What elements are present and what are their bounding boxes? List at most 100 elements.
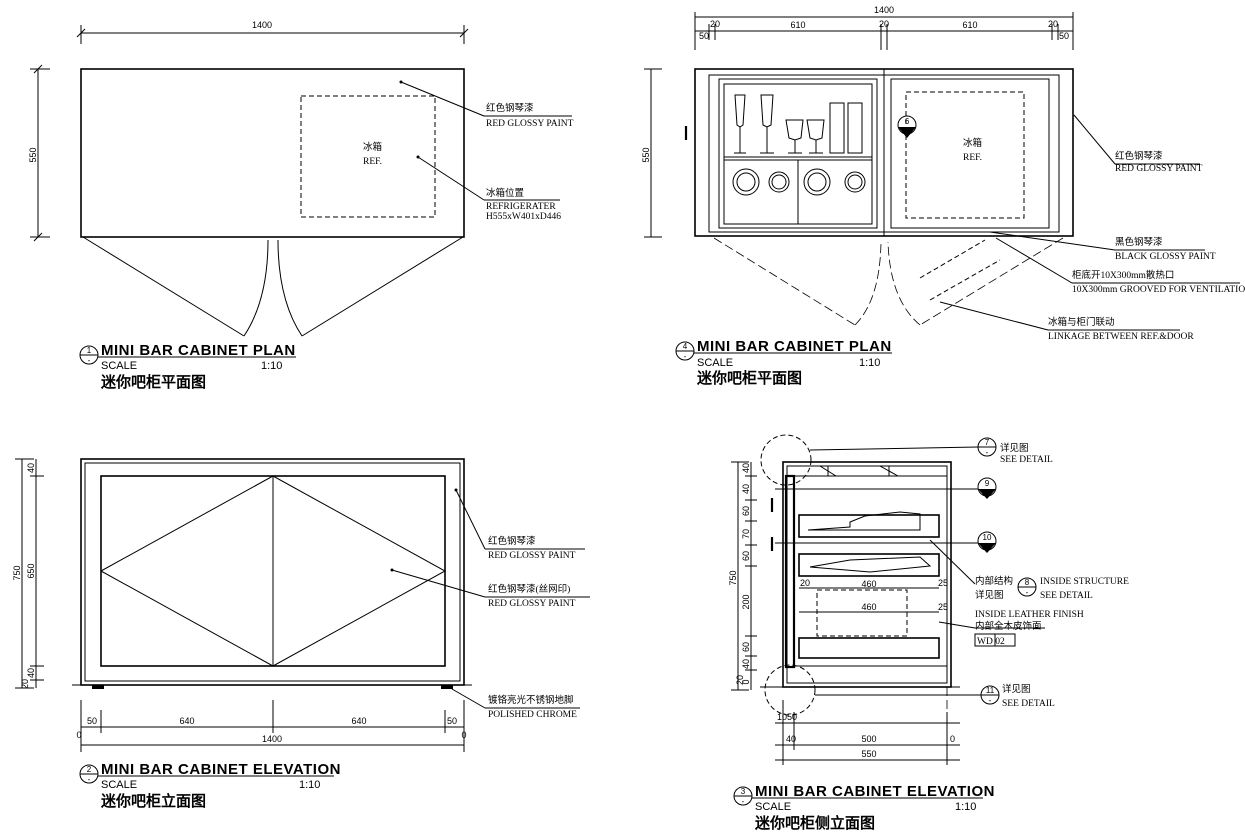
dim-h40: 40	[26, 463, 36, 473]
dim-640: 640	[351, 716, 366, 726]
view-title-cn: 迷你吧柜立面图	[100, 792, 206, 810]
scale-label: SCALE	[755, 801, 791, 813]
dim-depth: 550	[641, 147, 651, 162]
ref-number: 7	[985, 438, 990, 447]
label-en: INSIDE STRUCTURE	[1040, 577, 1129, 587]
view-title-cn: 迷你吧柜平面图	[100, 373, 206, 391]
dim-depth: 550	[28, 147, 38, 162]
dim-500: 500	[861, 734, 876, 744]
view-title: MINI BAR CABINET PLAN	[101, 342, 296, 359]
view-number: 4	[683, 342, 688, 351]
label-en: RED GLOSSY PAINT	[488, 599, 576, 609]
ref-number: 8	[1025, 578, 1030, 587]
dim-20: 20	[1048, 19, 1058, 29]
scale-value: 1:10	[859, 357, 880, 369]
dim-total: 1400	[262, 734, 282, 744]
label-en: REF.	[963, 153, 982, 163]
dim-h20: 20	[735, 675, 745, 685]
view-title: MINI BAR CABINET ELEVATION	[101, 761, 341, 778]
section-ref: 10	[983, 533, 992, 542]
section-ref: 6	[905, 117, 910, 126]
dim-h200: 200	[741, 594, 751, 609]
dim-50: 50	[1059, 31, 1069, 41]
label-en: 10X300mm GROOVED FOR VENTILATION	[1072, 285, 1245, 295]
label-cn: 镀铬亮光不锈钢地脚	[488, 694, 574, 706]
label-en: SEE DETAIL	[1000, 455, 1053, 465]
view-4-plan: 1400 20 50 610 20 610 20 50 550	[641, 5, 1245, 387]
label-cn: 冰箱位置	[486, 187, 524, 199]
label-en: RED GLOSSY PAINT	[1115, 164, 1203, 174]
dim-0: 0	[76, 730, 81, 740]
ref-number: 11	[986, 686, 995, 695]
refrigerator-outline	[300, 95, 436, 218]
glassware	[724, 94, 872, 224]
dim-40: 40	[786, 734, 796, 744]
dim-h70: 70	[741, 529, 751, 539]
dim-h0: 0	[741, 679, 751, 684]
label-cn: 内部结构	[975, 575, 1013, 587]
dim-50: 50	[699, 31, 709, 41]
dim-h40: 40	[741, 463, 751, 473]
view-title: MINI BAR CABINET PLAN	[697, 338, 892, 355]
label-en: INSIDE LEATHER FINISH	[975, 610, 1084, 620]
label-cn: 红色钢琴漆	[486, 102, 534, 114]
dim-50: 50	[87, 716, 97, 726]
view-sub: -	[742, 797, 745, 806]
label-cn: 详见图	[1002, 683, 1031, 695]
label-cn: 详见图	[1000, 442, 1029, 454]
dim-0: 0	[461, 730, 466, 740]
label-en: LINKAGE BETWEEN REF.&DOOR	[1048, 332, 1194, 342]
label-en: POLISHED CHROME	[488, 710, 577, 720]
dim-25: 25	[938, 602, 948, 612]
label-cn2: 详见图	[975, 589, 1004, 601]
label-cn: 冰箱	[363, 141, 382, 153]
view-3-side-elevation: 750 40 40 60 70 60 200 60 40 20 0 20 460…	[728, 434, 1129, 832]
scale-value: 1:10	[299, 779, 320, 791]
cabinet-outline	[782, 461, 952, 688]
scale-label: SCALE	[697, 357, 733, 369]
dim-h40: 40	[741, 484, 751, 494]
view-2-elevation: 750 40 650 40 20 50 640 640 50 1400 0 0 …	[12, 458, 590, 810]
dim-460: 460	[861, 602, 876, 612]
dim-h40: 40	[741, 659, 751, 669]
label-cn: 柜底开10X300mm散热口	[1072, 269, 1174, 281]
view-number: 3	[741, 787, 746, 796]
dim-20: 20	[879, 19, 889, 29]
dim-460: 460	[861, 579, 876, 589]
view-sub: -	[88, 356, 91, 365]
dim-10: 10	[777, 712, 787, 722]
ref-sub: -	[986, 448, 989, 457]
dim-h60: 60	[741, 506, 751, 516]
scale-value: 1:10	[261, 360, 282, 372]
dim-0: 0	[950, 734, 955, 744]
label-cn: 内部全木皮饰面	[975, 620, 1042, 632]
view-title: MINI BAR CABINET ELEVATION	[755, 783, 995, 800]
label-en: RED GLOSSY PAINT	[488, 551, 576, 561]
dim-50: 50	[447, 716, 457, 726]
dim-height: 750	[728, 570, 738, 585]
label-en2: SEE DETAIL	[1040, 591, 1093, 601]
label-cn: 冰箱	[963, 137, 982, 149]
material-code: WD 02	[977, 637, 1005, 647]
dim-25: 25	[938, 578, 948, 588]
section-ref: 9	[985, 479, 990, 488]
dim-width: 1400	[252, 20, 272, 30]
label-en: REFRIGERATER	[486, 202, 556, 212]
dim-h20: 20	[20, 679, 30, 689]
scale-label: SCALE	[101, 360, 137, 372]
view-number: 2	[87, 765, 92, 774]
label-cn: 红色钢琴漆	[1115, 150, 1163, 162]
view-number: 1	[87, 346, 92, 355]
detail-bubble	[760, 434, 812, 486]
dim-h40: 40	[26, 668, 36, 678]
view-sub: -	[88, 775, 91, 784]
view-title-cn: 迷你吧柜平面图	[696, 369, 802, 387]
dim-total: 1400	[874, 5, 894, 15]
label-en: BLACK GLOSSY PAINT	[1115, 252, 1216, 262]
label-en2: H555xW401xD446	[486, 212, 561, 222]
dim-50: 50	[787, 712, 797, 722]
dim-h60: 60	[741, 642, 751, 652]
refrigerator-outline	[905, 91, 1025, 219]
label-en: SEE DETAIL	[1002, 699, 1055, 709]
